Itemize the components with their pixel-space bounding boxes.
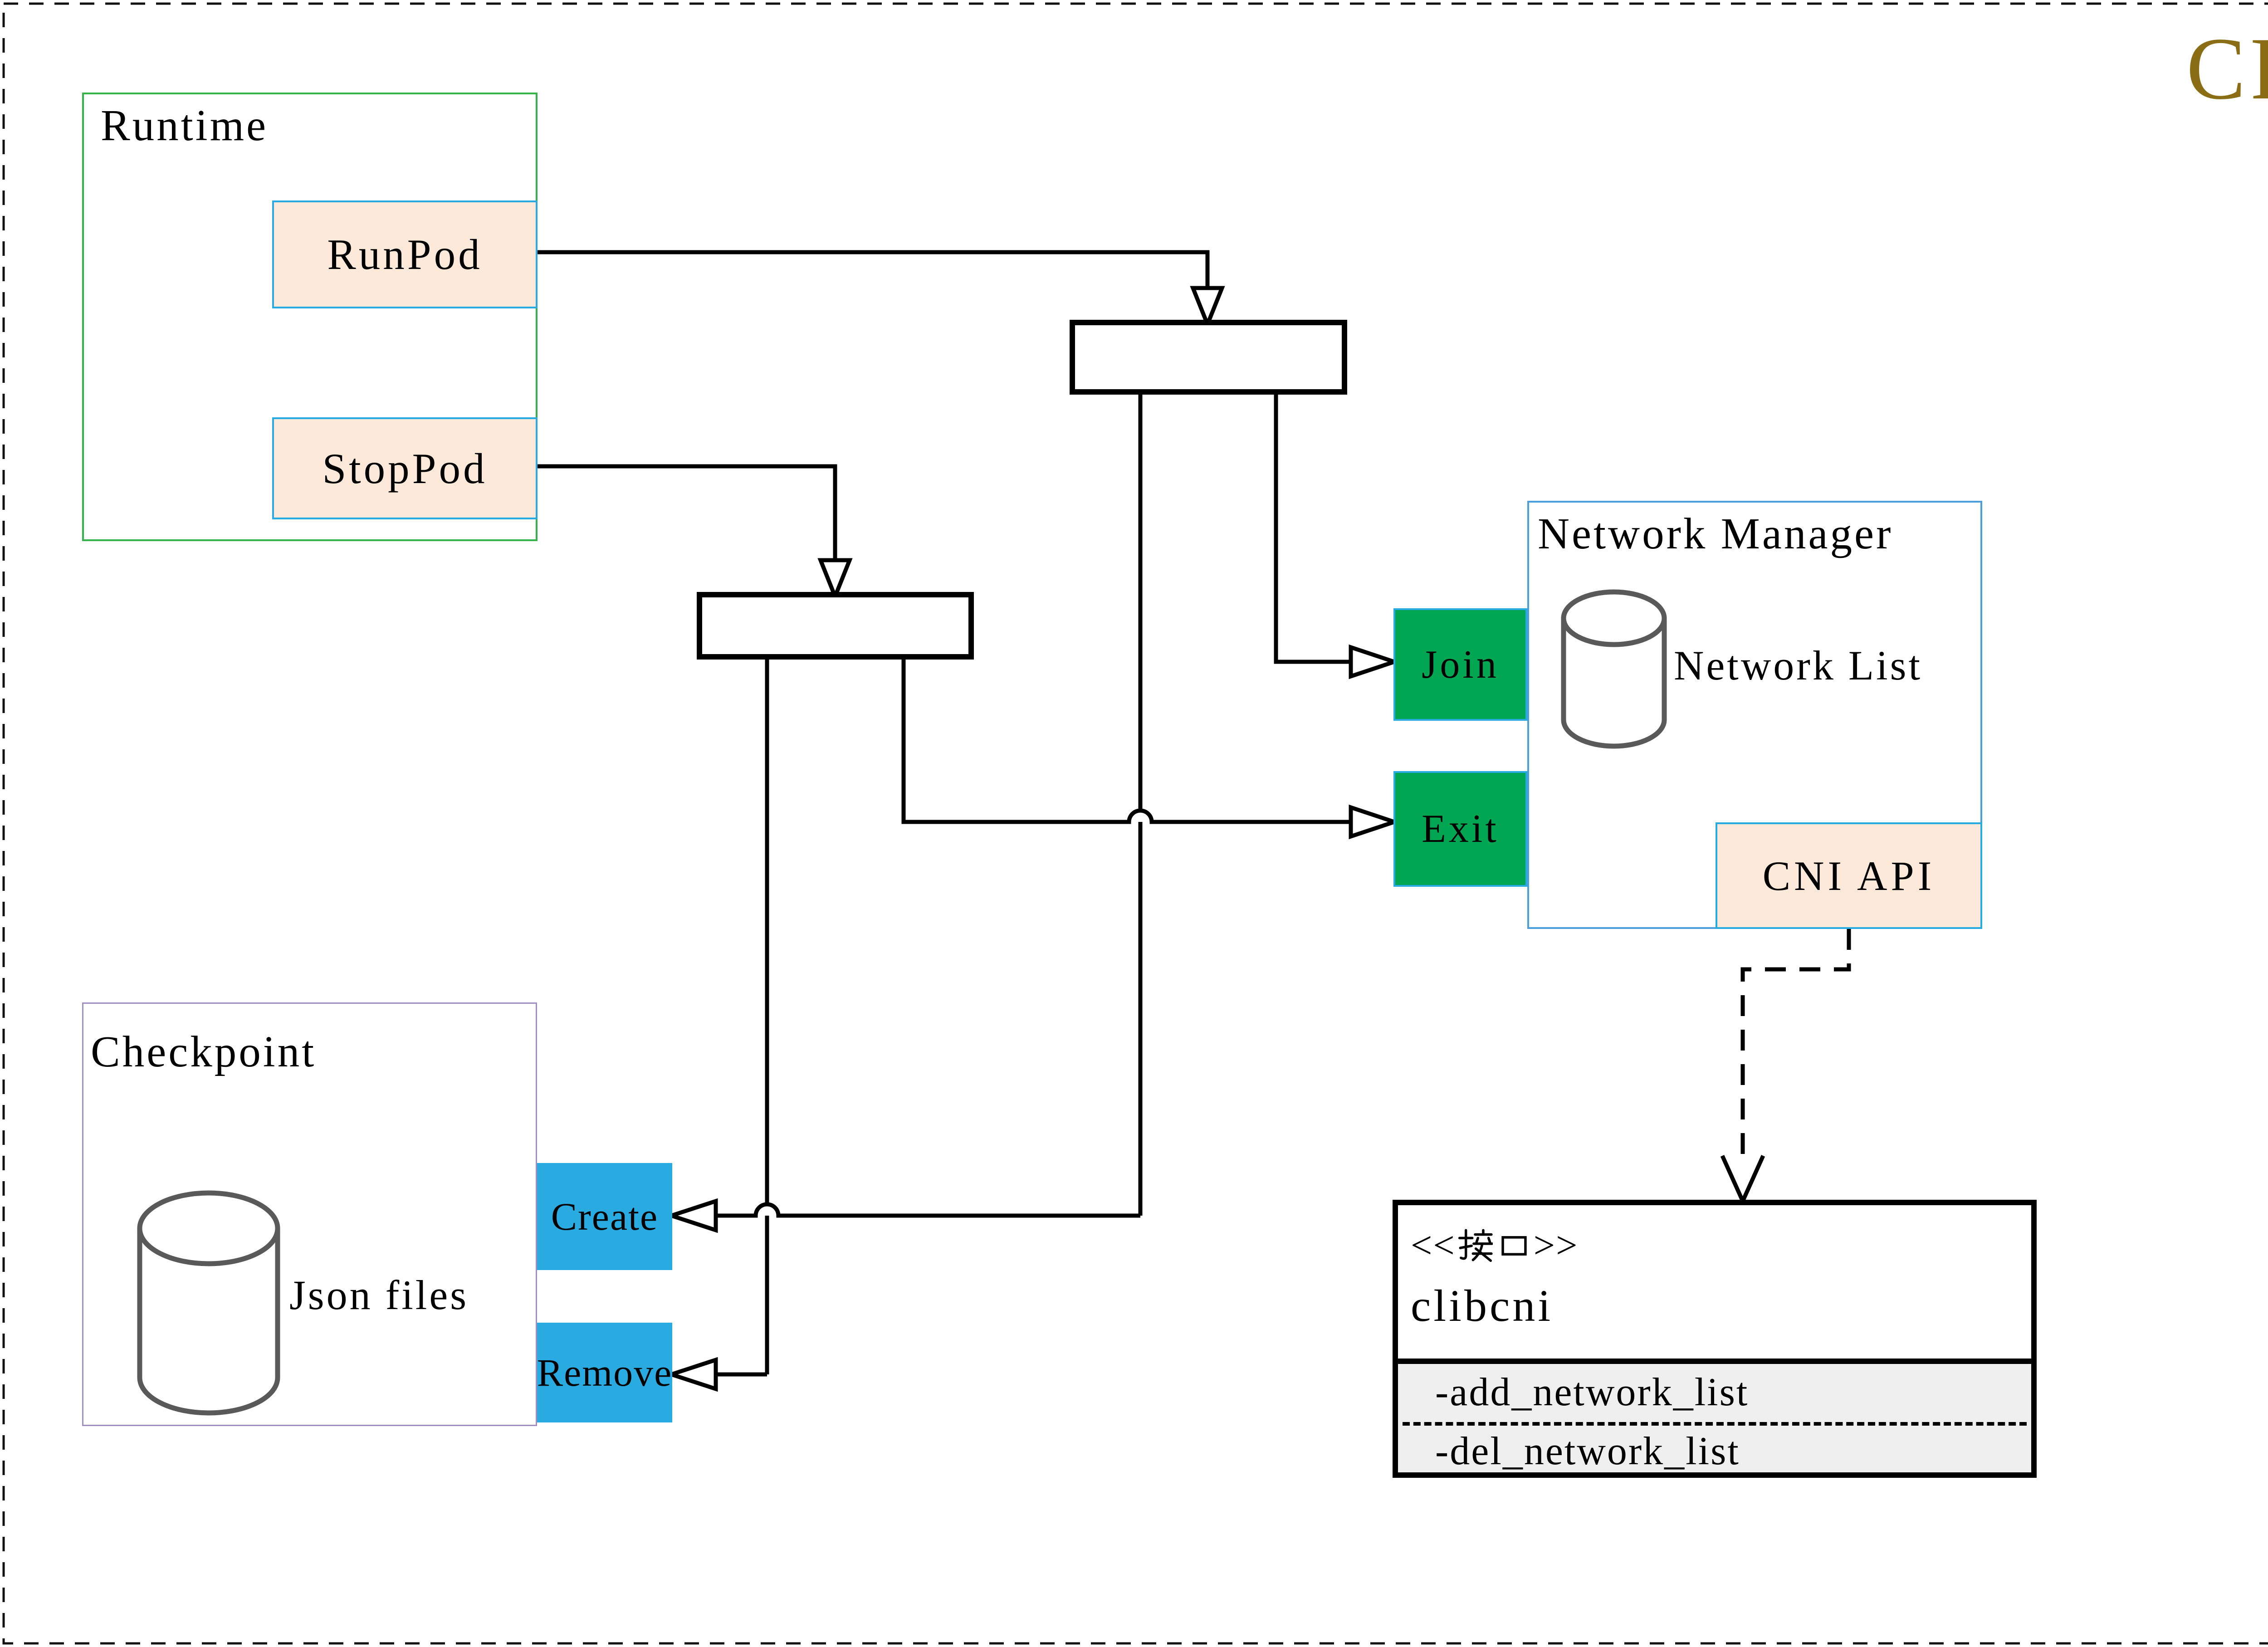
method-add-network-list: -add_network_list [1435,1370,1749,1414]
clibcni-methods-section [1398,1359,2031,1472]
network-list-database-icon [1561,589,1667,749]
wire-to-create [716,1202,1140,1218]
join-node: Join [1393,608,1527,721]
cni-api-label: CNI API [1762,852,1936,899]
create-node: Create [537,1163,672,1270]
arrowhead-right-icon [1349,804,1401,840]
wire-bar1-to-join [1274,392,1351,664]
json-files-database-icon [137,1190,280,1416]
runpod-node: RunPod [272,200,538,308]
checkpoint-label: Checkpoint [91,1027,317,1076]
runtime-label: Runtime [101,101,269,150]
exit-label: Exit [1422,807,1499,851]
stoppod-node: StopPod [272,417,538,519]
method-divider [1403,1422,2027,1426]
arrowhead-down-icon [1190,286,1225,330]
runtime-box [82,93,538,541]
remove-node: Remove [537,1323,672,1422]
json-files-label: Json files [289,1272,469,1318]
network-list-label: Network List [1674,642,1923,689]
arrowhead-right-icon [1349,644,1401,679]
arrowhead-left-icon [665,1357,718,1392]
network-manager-label: Network Manager [1538,509,1893,558]
junction-bar-stoppod [697,592,974,660]
exit-node: Exit [1393,771,1527,887]
arrowhead-left-icon [665,1198,718,1233]
interface-stereotype: << >> [1411,1223,1579,1267]
cni-api-node: CNI API [1716,822,1982,929]
join-label: Join [1422,642,1499,687]
stereotype-open: << [1411,1224,1456,1266]
cjk-jie-glyph-icon [1458,1229,1493,1262]
wire-cniapi-to-clibcni-dashed [1740,929,1851,1159]
clibcni-interface-box: << >> clibcni -add_network_list -del_net… [1393,1200,2037,1478]
open-arrowhead-down-icon [1720,1155,1765,1206]
page-title: CRI [2186,20,2268,118]
clibcni-name: clibcni [1411,1280,1554,1331]
cjk-kou-glyph-icon [1501,1236,1527,1256]
checkpoint-box [82,1002,537,1426]
runpod-label: RunPod [327,230,483,279]
create-label: Create [551,1195,659,1238]
wire-runpod-to-bar1 [535,250,1210,290]
arrowhead-down-icon [817,558,853,602]
remove-label: Remove [537,1351,673,1394]
stereotype-close: >> [1533,1224,1579,1266]
wire-stoppod-to-bar2 [534,464,837,562]
stoppod-label: StopPod [322,444,488,493]
junction-bar-runpod [1070,320,1347,395]
wire-bar2-to-exit [901,657,1351,824]
method-del-network-list: -del_network_list [1435,1429,1740,1473]
